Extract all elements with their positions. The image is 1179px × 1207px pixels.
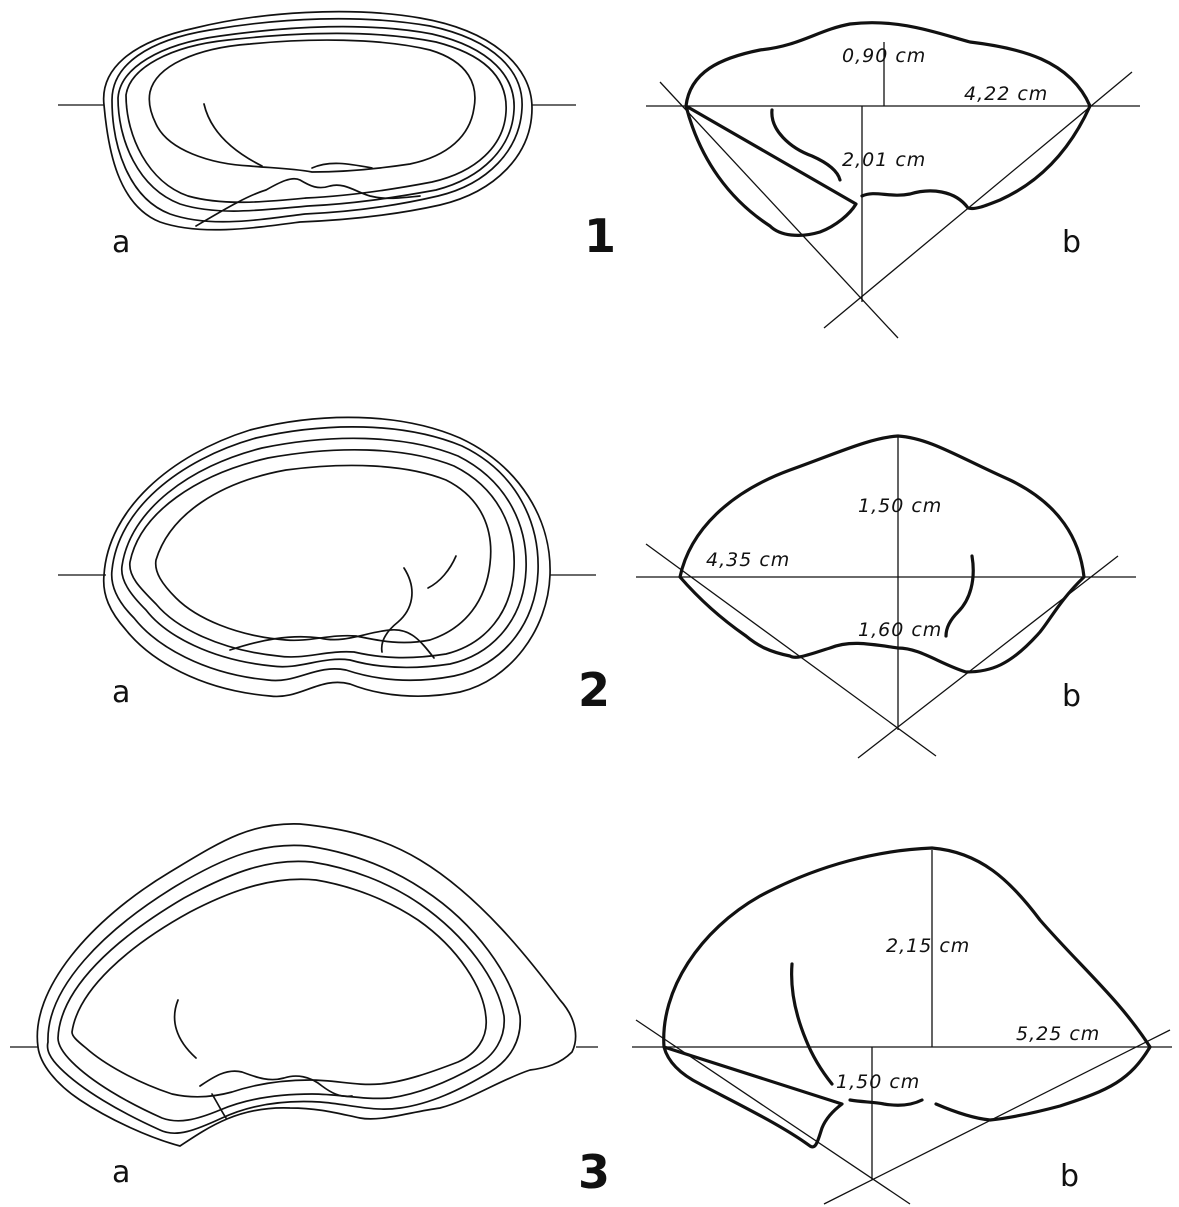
figure-2a-wavy-ventral [229, 629, 435, 659]
figure-1-panel-a-label: a [112, 225, 130, 260]
figure-3-panel-a-outlines [10, 823, 598, 1147]
figure-1b-width-label: 4,22 cm [964, 83, 1048, 105]
figure-3-number: 3 [578, 1145, 610, 1199]
figure-1-panel-b-label: b [1062, 225, 1081, 260]
figure-1-panel-b-geometry [646, 42, 1140, 339]
figure-2a-muscle-scar [380, 567, 413, 653]
figure-3b-depth-label: 1,50 cm [836, 1071, 920, 1093]
figure-1b-diagonal-right [823, 71, 1133, 329]
figure-2b-width-label: 4,35 cm [706, 549, 790, 571]
figure-3b-diagonal-right [823, 1029, 1171, 1205]
figure-3b-height-label: 2,15 cm [886, 935, 970, 957]
figure-1b-depth-label: 2,01 cm [842, 149, 926, 171]
figure-1a-muscle-scar [203, 103, 263, 167]
figure-3: a 3 2,15 cm 5,25 cm 1,50 cm b [10, 823, 1172, 1205]
figure-3a-wavy-ventral [199, 1070, 353, 1098]
figure-3-panel-b-geometry [632, 850, 1172, 1205]
figure-2b-shell-outline [678, 434, 1086, 674]
figure-2: a 2 1,50 cm 4,35 cm 1,60 cm b [58, 416, 1136, 759]
figure-2a-scar-2 [427, 555, 457, 589]
figure-1b-shell-outline [684, 21, 1092, 237]
figure-3a-scar-2 [211, 1093, 227, 1119]
figure-1b-muscle-scar [770, 108, 842, 182]
figure-1b-diagonal-left [659, 81, 899, 339]
figure-1a-outline-outer [102, 10, 533, 231]
figure-1a-wavy-ventral [195, 177, 421, 227]
figure-2b-diagonal-left [645, 543, 937, 757]
figure-2a-outline-4 [129, 448, 515, 659]
figure-1: a 1 0,90 cm 4,22 cm 2,01 cm b [58, 10, 1140, 339]
figure-3b-muscle-scar [790, 962, 834, 1086]
figure-3a-outline-outer [36, 823, 577, 1147]
figure-1a-outline-inner [148, 39, 476, 173]
figure-3b-shell-outline [662, 846, 1152, 1149]
figure-2-panel-a-label: a [112, 675, 130, 710]
figure-3-panel-b-label: b [1060, 1159, 1079, 1194]
figure-1a-outline-3 [117, 25, 515, 212]
figure-1a-outline-4 [125, 32, 507, 204]
figure-2-panel-b-label: b [1062, 679, 1081, 714]
figure-3a-outline-3 [57, 860, 506, 1122]
figure-3b-width-label: 5,25 cm [1016, 1023, 1100, 1045]
figure-2-panel-b-geometry [636, 436, 1136, 759]
figure-2a-outline-3 [120, 437, 527, 669]
figure-3a-outline-2 [46, 844, 522, 1134]
figure-2b-muscle-scar [944, 554, 975, 638]
figure-2b-diagonal-right [857, 555, 1119, 759]
figure-3b-diagonal-left [635, 1019, 911, 1205]
figure-2-number: 2 [578, 663, 610, 717]
figure-1-number: 1 [584, 209, 616, 263]
figure-1a-scar-2 [311, 162, 373, 169]
figure-1a-outline-2 [111, 17, 523, 223]
figure-1-panel-a-outlines [58, 10, 576, 231]
figure-1b-height-label: 0,90 cm [842, 45, 926, 67]
figure-2a-outline-outer [102, 416, 551, 698]
figure-3a-muscle-scar [173, 999, 197, 1059]
figure-2b-height-label: 1,50 cm [858, 495, 942, 517]
figure-3a-outline-inner [71, 878, 487, 1098]
figure-2a-outline-2 [110, 426, 539, 682]
figure-2-panel-a-outlines [58, 416, 596, 698]
figure-3-panel-a-label: a [112, 1155, 130, 1190]
figure-2a-outline-inner [154, 464, 492, 644]
figure-2b-depth-label: 1,60 cm [858, 619, 942, 641]
